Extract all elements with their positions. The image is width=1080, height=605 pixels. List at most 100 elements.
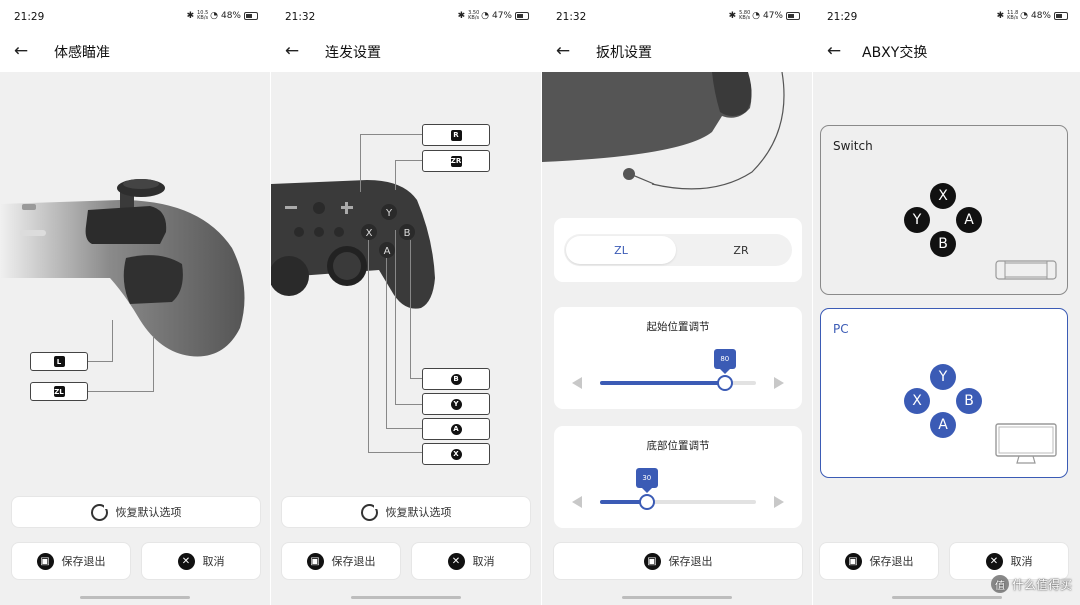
home-indicator (622, 596, 732, 599)
bluetooth-icon: ✱ (186, 11, 195, 21)
reset-label: 恢复默认选项 (385, 506, 452, 519)
switch-label: Switch (833, 139, 873, 153)
back-arrow-icon[interactable]: ← (555, 41, 571, 61)
slider-handle[interactable] (716, 375, 733, 391)
page-title: 连发设置 (325, 45, 381, 61)
battery-percent: 48% (1030, 11, 1051, 21)
status-time: 21:32 (556, 11, 587, 23)
callout-line (368, 240, 369, 453)
button-tag-l: L (30, 352, 88, 371)
slider-fill (600, 381, 725, 385)
slider-handle[interactable] (638, 494, 655, 510)
page-title: 扳机设置 (596, 45, 652, 61)
bottom-position-slider[interactable]: 30 (600, 468, 756, 510)
start-position-title: 起始位置调节 (646, 321, 710, 333)
battery-percent: 47% (491, 11, 512, 21)
increase-arrow-icon[interactable] (774, 377, 784, 389)
wifi-icon: ◔ (210, 11, 218, 21)
face-button-top: X (930, 183, 956, 209)
cancel-label: 取消 (472, 555, 495, 568)
battery-percent: 47% (762, 11, 783, 21)
bottom-position-card: 底部位置调节 30 (554, 426, 802, 528)
app-bar: ← 扳机设置 (542, 34, 812, 72)
app-bar: ← 体感瞄准 (0, 34, 270, 72)
close-icon: ✕ (985, 552, 1003, 570)
battery-percent: 48% (220, 11, 241, 21)
battery-icon (786, 12, 800, 20)
page-title: ABXY交换 (862, 45, 928, 61)
increase-arrow-icon[interactable] (774, 496, 784, 508)
reset-icon (360, 503, 379, 521)
save-exit-button[interactable]: ▣ 保存退出 (282, 543, 400, 579)
save-exit-button[interactable]: ▣ 保存退出 (554, 543, 802, 579)
save-icon: ▣ (643, 552, 661, 570)
switch-layout-option[interactable]: Switch X Y A B (820, 125, 1068, 295)
battery-icon (1054, 12, 1068, 20)
callout-line (368, 452, 422, 453)
controller-grip-illustration (0, 179, 245, 357)
pc-layout-option[interactable]: PC Y X B A (820, 308, 1068, 478)
start-position-slider[interactable]: 80 (600, 349, 756, 391)
site-watermark: 值 什么值得买 (990, 575, 1072, 593)
callout-line (112, 320, 113, 362)
home-indicator (80, 596, 190, 599)
home-indicator (351, 596, 461, 599)
callout-line (88, 391, 153, 392)
cancel-label: 取消 (1010, 555, 1033, 568)
cancel-label: 取消 (202, 555, 225, 568)
button-tag-a: A (422, 418, 490, 440)
wifi-icon: ◔ (481, 11, 489, 21)
save-exit-button[interactable]: ▣ 保存退出 (12, 543, 130, 579)
slider-fill (600, 500, 647, 504)
decrease-arrow-icon[interactable] (572, 496, 582, 508)
callout-line (395, 160, 396, 190)
decrease-arrow-icon[interactable] (572, 377, 582, 389)
button-tag-y: Y (422, 393, 490, 415)
page-title: 体感瞄准 (54, 45, 110, 61)
status-time: 21:29 (827, 11, 858, 23)
callout-line (88, 361, 112, 362)
trigger-illustration (542, 72, 785, 190)
bluetooth-icon: ✱ (728, 11, 737, 21)
back-arrow-icon[interactable]: ← (284, 41, 300, 61)
close-icon: ✕ (177, 552, 195, 570)
app-bar: ← ABXY交换 (813, 34, 1080, 72)
reset-defaults-button[interactable]: 恢复默认选项 (12, 497, 260, 527)
tab-zl[interactable]: ZL (566, 236, 676, 264)
bluetooth-icon: ✱ (457, 11, 466, 21)
slider-value-bubble: 30 (635, 468, 658, 493)
back-arrow-icon[interactable]: ← (13, 41, 29, 61)
controller-front-illustration: Y X B A (271, 180, 435, 309)
button-tag-b: B (422, 368, 490, 390)
wifi-icon: ◔ (1020, 11, 1028, 21)
save-label: 保存退出 (869, 555, 914, 568)
callout-line (153, 336, 154, 392)
back-arrow-icon[interactable]: ← (826, 41, 842, 61)
watermark-text: 什么值得买 (1011, 577, 1072, 592)
callout-line (360, 134, 361, 192)
cancel-button[interactable]: ✕ 取消 (950, 543, 1068, 579)
reset-defaults-button[interactable]: 恢复默认选项 (282, 497, 530, 527)
save-exit-button[interactable]: ▣ 保存退出 (820, 543, 938, 579)
face-button-left: Y (904, 207, 930, 233)
face-button-bottom: B (930, 231, 956, 257)
button-tag-zr: ZR (422, 150, 490, 172)
face-button-top: Y (930, 364, 956, 390)
tab-zr[interactable]: ZR (733, 243, 749, 257)
cancel-button[interactable]: ✕ 取消 (412, 543, 530, 579)
face-button-right: B (956, 388, 982, 414)
face-button-bottom: A (930, 412, 956, 438)
cancel-button[interactable]: ✕ 取消 (142, 543, 260, 579)
callout-line (386, 428, 422, 429)
callout-line (386, 258, 387, 429)
trigger-tab-card: ZL ZR (554, 218, 802, 282)
